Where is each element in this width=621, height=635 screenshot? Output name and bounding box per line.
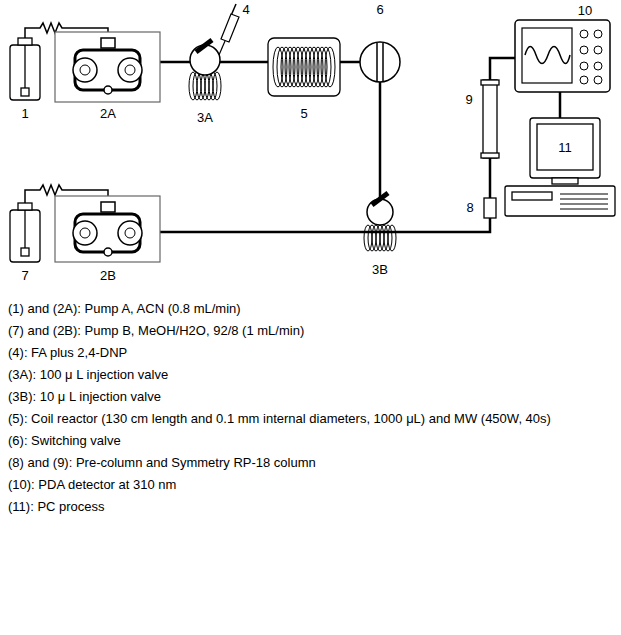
detector-knob xyxy=(594,46,602,54)
legend-note: (3B): 10 μ L injection valve xyxy=(8,386,568,408)
detector-knob xyxy=(594,30,602,38)
column xyxy=(481,80,499,218)
computer xyxy=(505,118,615,216)
callout-number: 10 xyxy=(578,3,592,18)
coil-winding xyxy=(325,47,335,87)
pump xyxy=(55,196,160,262)
callout-number: 5 xyxy=(300,106,307,121)
tubing xyxy=(340,61,360,64)
syringe xyxy=(219,4,239,55)
legend-note: (1) and (2A): Pump A, ACN (0.8 mL/min) xyxy=(8,298,568,320)
solvent-bottle xyxy=(10,203,40,262)
coil-reactor xyxy=(268,38,340,96)
coil-winding xyxy=(213,72,221,100)
callout-number: 8 xyxy=(466,200,473,215)
switching-valve xyxy=(360,42,400,82)
legend-note: (7) and (2B): Pump B, MeOH/H2O, 92/8 (1 … xyxy=(8,320,568,342)
callout-number: 7 xyxy=(21,268,28,283)
detector-knob xyxy=(580,76,588,84)
detector-knob xyxy=(580,30,588,38)
callout-number: 1 xyxy=(21,106,28,121)
legend-note: (8) and (9): Pre-column and Symmetry RP-… xyxy=(8,452,568,474)
callout-number: 9 xyxy=(465,92,472,107)
notes-list: (1) and (2A): Pump A, ACN (0.8 mL/min)(7… xyxy=(8,298,608,518)
detector-knob xyxy=(594,62,602,70)
callout-number: 3A xyxy=(197,110,213,125)
cable xyxy=(559,92,562,118)
pump xyxy=(55,32,160,102)
sample-loop xyxy=(364,225,396,251)
callout-number: 2B xyxy=(100,268,116,283)
legend-note: (4): FA plus 2,4-DNP xyxy=(8,342,568,364)
legend-note: (6): Switching valve xyxy=(8,430,568,452)
callout-number: 11 xyxy=(558,140,572,155)
solvent-bottle xyxy=(10,38,40,100)
tubing xyxy=(379,82,382,200)
legend-note: (11): PC process xyxy=(8,496,568,518)
detector-knob xyxy=(580,46,588,54)
detector-knob xyxy=(594,76,602,84)
detector-knob xyxy=(580,62,588,70)
pda-detector xyxy=(515,20,610,92)
legend-note: (10): PDA detector at 310 nm xyxy=(8,474,568,496)
tubing xyxy=(489,158,492,198)
coil-winding xyxy=(388,225,396,251)
tubing xyxy=(490,58,515,80)
injection-valve xyxy=(367,193,393,225)
callout-number: 6 xyxy=(376,2,383,17)
injection-valve xyxy=(190,40,220,75)
sample-loop xyxy=(189,72,221,100)
callout-number: 4 xyxy=(242,2,249,17)
legend-note: (3A): 100 μ L injection valve xyxy=(8,364,568,386)
legend-note: (5): Coil reactor (130 cm length and 0.1… xyxy=(8,408,568,430)
callout-number: 3B xyxy=(372,262,388,277)
callout-number: 2A xyxy=(100,106,116,121)
tubing xyxy=(160,218,490,232)
